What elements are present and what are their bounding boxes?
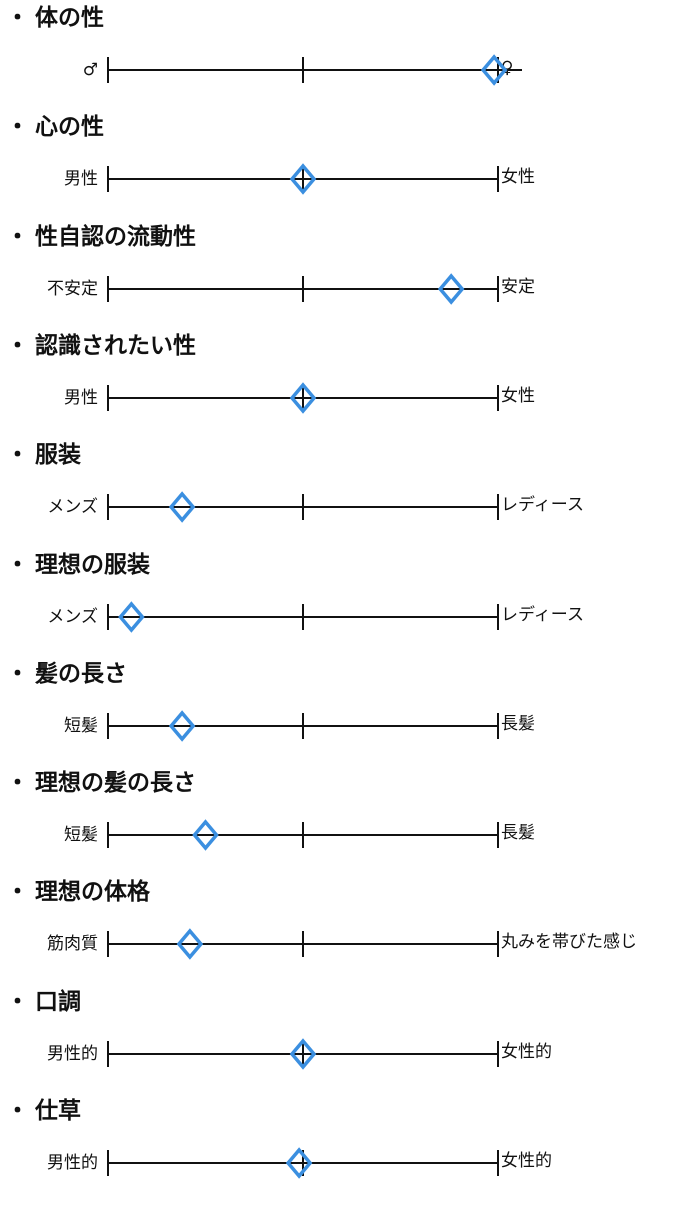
scale-title: ・認識されたい性: [6, 330, 196, 362]
left-label: 短髪: [64, 825, 98, 846]
value-marker: [289, 382, 317, 414]
scale-title: ・体の性: [6, 2, 104, 34]
scale-axis: [107, 54, 522, 86]
left-label: メンズ: [47, 606, 98, 627]
bullet: ・: [6, 879, 29, 906]
scale-axis: [107, 600, 499, 633]
right-label: 安定: [501, 276, 535, 297]
scale-title-text: 理想の髪の長さ: [35, 770, 196, 797]
scale-title-text: 仕草: [35, 1098, 81, 1124]
bullet: ・: [6, 1098, 29, 1124]
scale-title-text: 性自認の流動性: [35, 223, 196, 250]
value-marker: [168, 710, 196, 742]
left-label: 短髪: [64, 715, 98, 736]
bullet: ・: [6, 988, 29, 1015]
value-marker: [437, 272, 465, 305]
scale-title: ・性自認の流動性: [6, 221, 196, 253]
scale-row: ・認識されたい性 男性 女性: [0, 330, 675, 440]
scale-title: ・理想の服装: [6, 549, 150, 581]
scale-title-text: 心の性: [35, 114, 104, 141]
right-label: 丸みを帯びた感じ: [501, 932, 637, 953]
left-label: ♂: [82, 60, 98, 80]
right-label: レディース: [501, 604, 584, 625]
scale-row: ・心の性 男性 女性: [0, 111, 675, 221]
right-label: 女性的: [501, 1151, 552, 1171]
scale-axis: [107, 928, 499, 961]
scale-title-text: 口調: [35, 988, 81, 1015]
value-marker: [289, 1037, 317, 1070]
scale-axis: [107, 1147, 499, 1179]
left-label: 筋肉質: [47, 934, 98, 955]
scale-row: ・体の性 ♂ ♀: [0, 2, 675, 112]
scale-axis: [107, 710, 499, 742]
bullet: ・: [6, 770, 29, 797]
left-label: 不安定: [47, 278, 98, 299]
scale-title-text: 服装: [35, 442, 81, 469]
right-label: 女性: [501, 167, 535, 188]
bullet: ・: [6, 660, 29, 687]
scale-title: ・理想の髪の長さ: [6, 767, 196, 799]
scale-title-text: 理想の服装: [35, 551, 150, 578]
scale-axis: [107, 819, 499, 851]
right-label: 長髪: [501, 823, 535, 844]
value-marker: [289, 163, 317, 196]
scale-axis: [107, 491, 499, 523]
bullet: ・: [6, 114, 29, 141]
scale-row: ・理想の体格 筋肉質 丸みを帯びた感じ: [0, 876, 675, 986]
scale-row: ・口調 男性的 女性的: [0, 986, 675, 1096]
scale-row: ・理想の服装 メンズ レディース: [0, 549, 675, 659]
scale-title-text: 認識されたい性: [35, 332, 196, 359]
bullet: ・: [6, 223, 29, 250]
right-label: 女性的: [501, 1041, 552, 1062]
scale-title: ・服装: [6, 439, 81, 471]
right-label: 長髪: [501, 713, 535, 734]
value-marker: [192, 819, 219, 851]
bullet: ・: [6, 442, 29, 469]
bullet: ・: [6, 5, 29, 31]
right-label: レディース: [501, 495, 584, 516]
scale-title-text: 体の性: [35, 5, 104, 31]
value-marker: [118, 600, 145, 633]
scale-row: ・仕草 男性的 女性的: [0, 1095, 675, 1205]
left-label: 男性的: [47, 1153, 98, 1173]
scale-title-text: 髪の長さ: [35, 660, 127, 687]
value-marker: [176, 928, 204, 961]
right-label: 女性: [501, 385, 535, 406]
scale-row: ・理想の髪の長さ 短髪 長髪: [0, 767, 675, 877]
scale-axis: [107, 1037, 499, 1070]
scale-axis: [107, 272, 499, 305]
scale-title: ・理想の体格: [6, 876, 150, 908]
scale-row: ・性自認の流動性 不安定 安定: [0, 221, 675, 331]
scale-axis: [107, 382, 499, 414]
scale-title: ・口調: [6, 986, 81, 1018]
scale-title: ・心の性: [6, 111, 104, 143]
scale-title-text: 理想の体格: [35, 879, 150, 906]
left-label: 男性的: [47, 1043, 98, 1064]
scale-title: ・髪の長さ: [6, 658, 127, 690]
value-marker: [285, 1147, 313, 1179]
scale-axis: [107, 163, 499, 196]
value-marker: [480, 54, 508, 86]
scale-row: ・髪の長さ 短髪 長髪: [0, 658, 675, 768]
scale-row: ・服装 メンズ レディース: [0, 439, 675, 549]
bullet: ・: [6, 332, 29, 359]
left-label: 男性: [64, 387, 98, 408]
left-label: 男性: [64, 169, 98, 190]
bullet: ・: [6, 551, 29, 578]
value-marker: [168, 491, 196, 523]
left-label: メンズ: [47, 497, 98, 518]
scale-title: ・仕草: [6, 1095, 81, 1127]
